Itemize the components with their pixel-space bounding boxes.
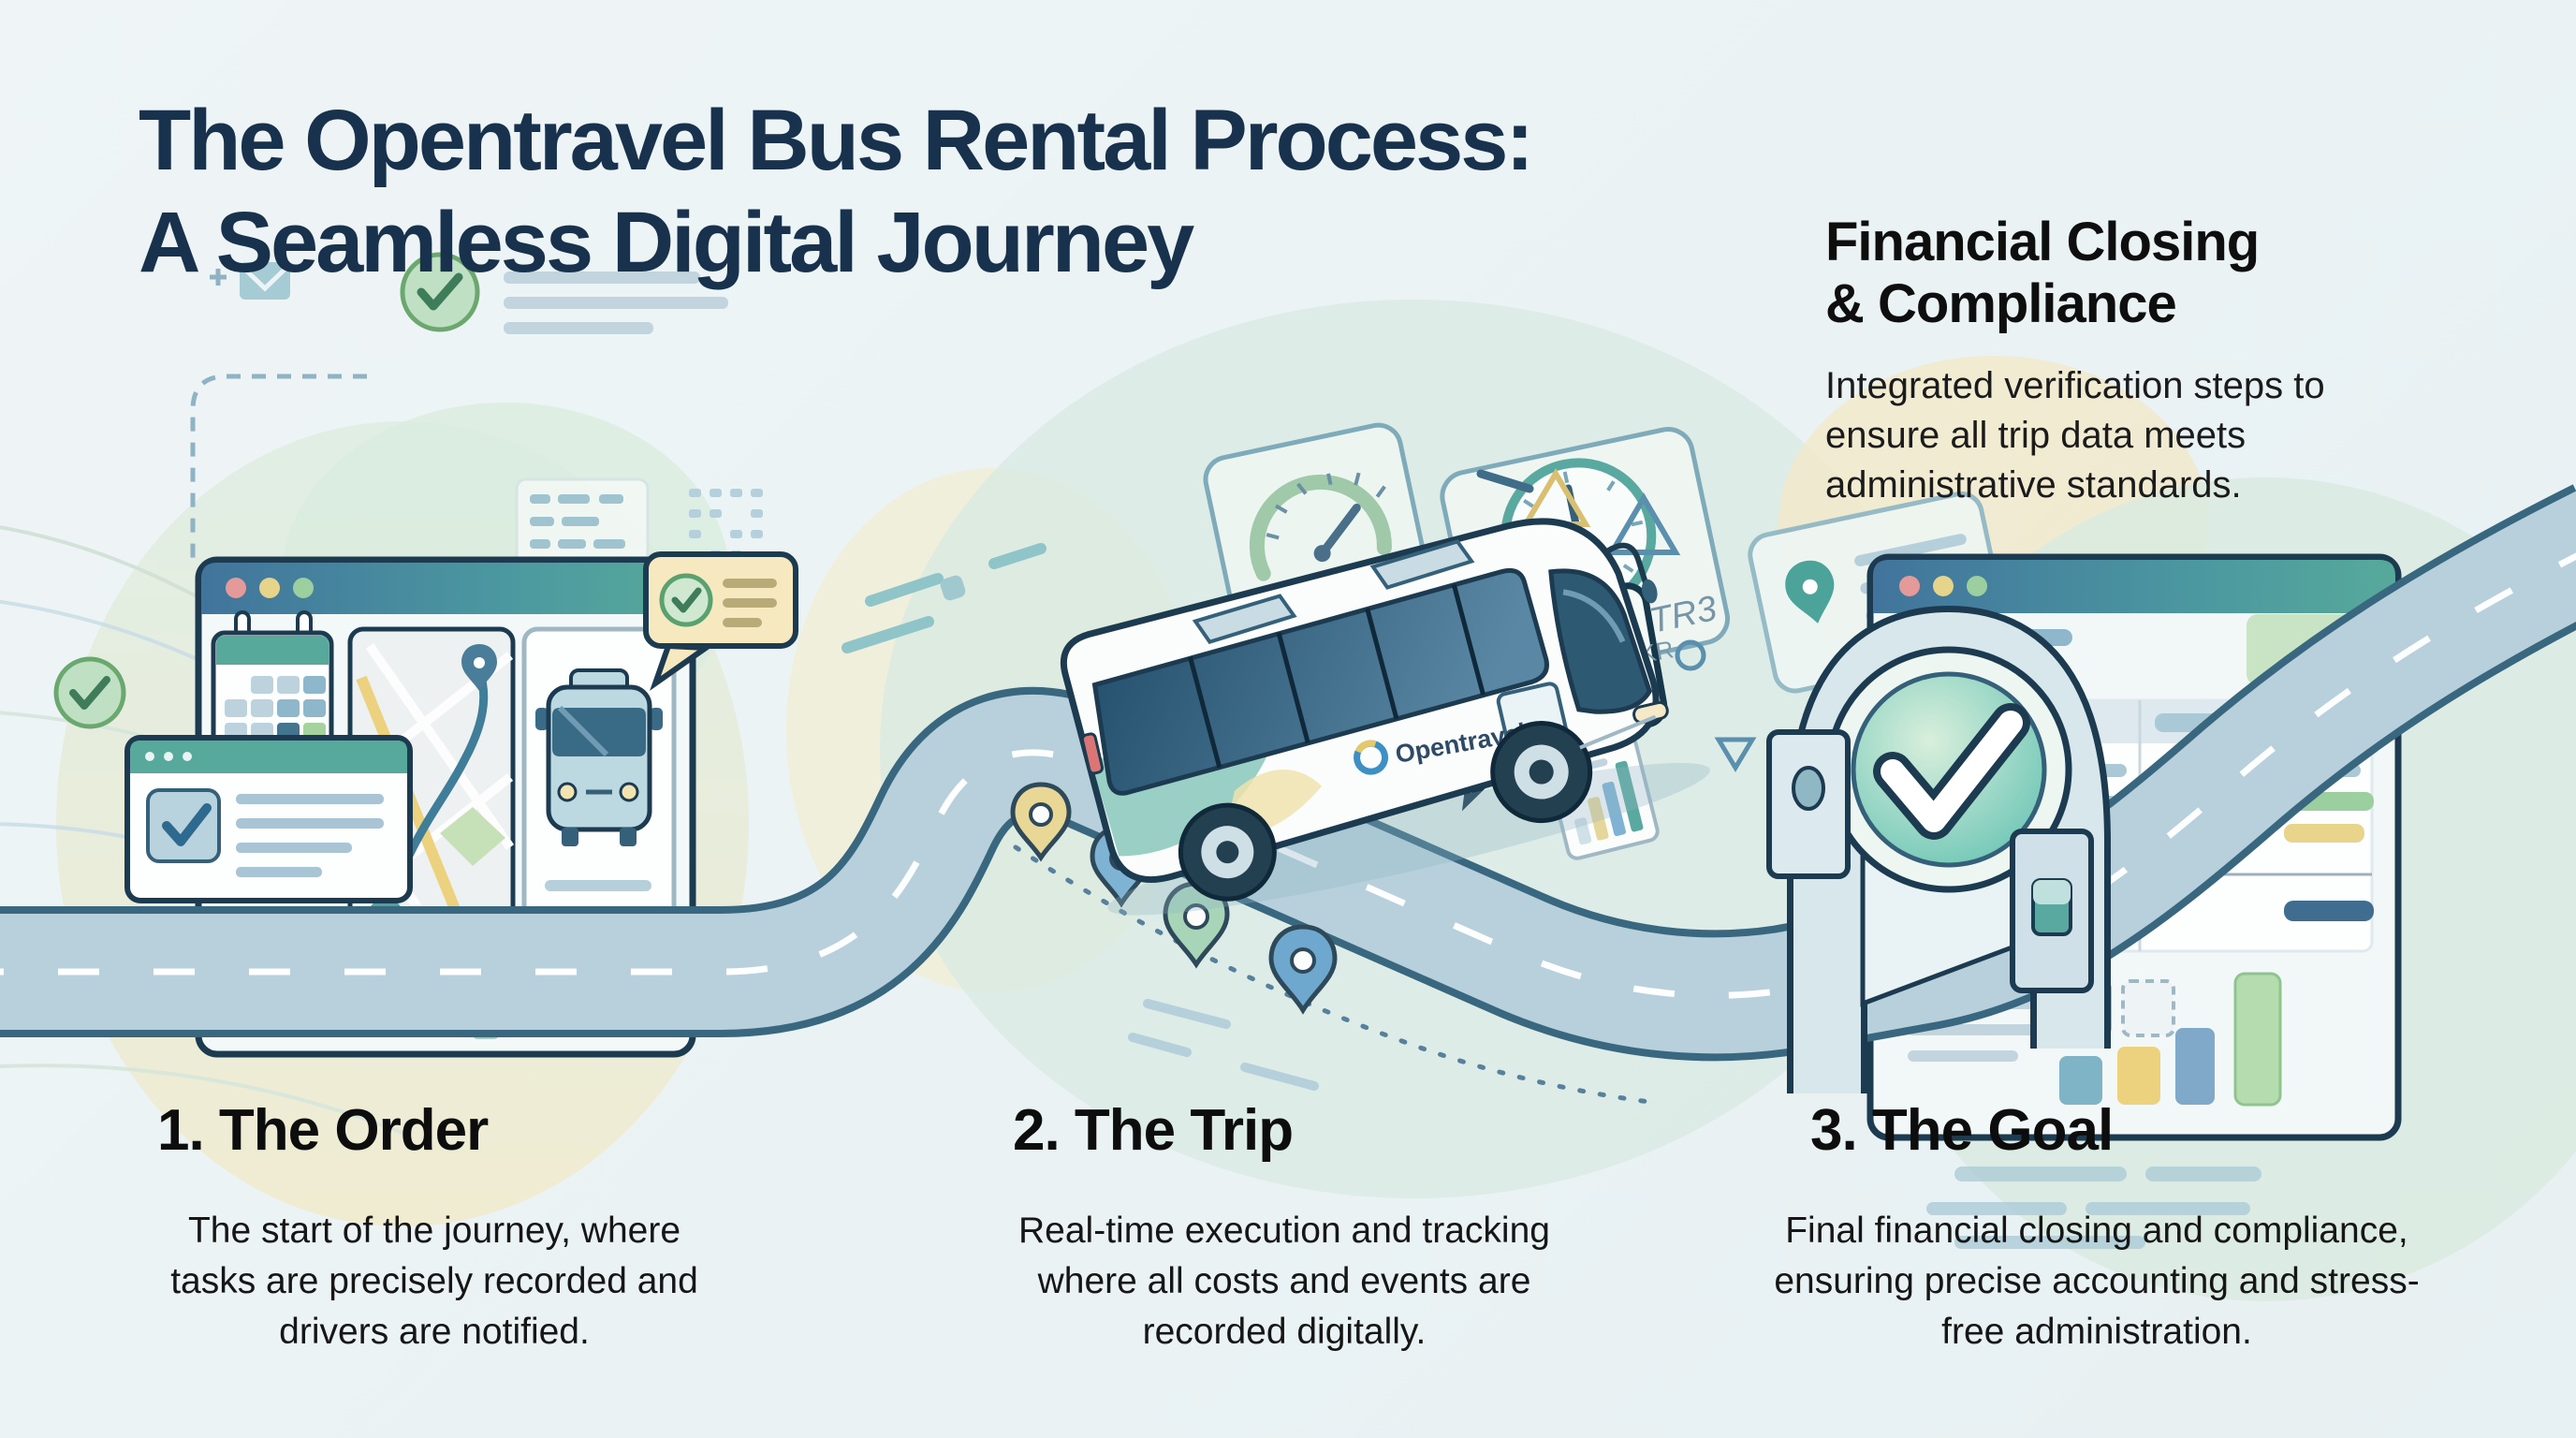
bar-chart-icon	[2059, 972, 2282, 1107]
envelope-icon	[240, 262, 290, 300]
gate-pillar	[1766, 729, 1851, 879]
roof-hatch	[1369, 539, 1475, 590]
traffic-dot-red	[1899, 576, 1920, 596]
location-pin-icon	[461, 644, 497, 691]
financial-note-heading: Financial Closing & Compliance	[1825, 212, 2424, 334]
windshield	[1548, 568, 1652, 714]
window-band	[1091, 567, 1549, 796]
step-2-heading: 2. The Trip	[1013, 1098, 1294, 1163]
title-line-2: A Seamless Digital Journey	[139, 194, 1194, 290]
bus-icon	[535, 668, 663, 846]
sparkle-icon	[210, 269, 227, 286]
step-1-heading: 1. The Order	[157, 1098, 489, 1163]
checkbox-icon	[2121, 979, 2175, 1037]
title-line-1: The Opentravel Bus Rental Process:	[139, 93, 1534, 188]
check-circle-icon	[659, 573, 713, 627]
bus: Opentravel	[1060, 518, 1710, 916]
text-lines	[504, 271, 728, 334]
bus-card	[521, 626, 677, 995]
order-decorations	[53, 252, 763, 729]
traffic-dot-yellow	[1933, 576, 1954, 596]
roof-hatch	[1192, 594, 1297, 645]
tracking-path	[1013, 844, 1660, 1106]
location-pin-icon	[1010, 782, 1072, 862]
location-pin-icon	[1268, 924, 1338, 1015]
checkmark-badge-icon	[1825, 646, 2072, 893]
check-circle-icon	[53, 656, 126, 729]
footnote-lines	[1926, 1167, 2261, 1249]
traffic-dot-red	[226, 578, 246, 598]
page-title: The Opentravel Bus Rental Process: A Sea…	[139, 90, 1777, 293]
notification-window	[124, 735, 413, 903]
notification-bubble	[643, 551, 798, 691]
step-3-heading: 3. The Goal	[1810, 1098, 2114, 1163]
road	[0, 484, 2576, 1062]
step-3-body: Final financial closing and compliance, …	[1774, 1211, 2420, 1352]
location-pin-icon	[1785, 560, 1835, 624]
wheel	[1178, 802, 1277, 902]
checkbox-icon	[146, 788, 221, 863]
financial-heading-line-1: Financial Closing	[1825, 212, 2260, 272]
step-2-body: Real-time execution and tracking where a…	[1018, 1211, 1550, 1352]
speed-dashes	[842, 543, 1046, 653]
step-1-body: The start of the journey, where tasks ar…	[170, 1211, 698, 1352]
yellow-chip	[2284, 824, 2364, 843]
location-pin-icon	[1163, 881, 1230, 969]
financial-heading-line-2: & Compliance	[1825, 272, 2177, 334]
traffic-dot-green	[293, 578, 314, 598]
wheel	[1490, 721, 1593, 824]
financial-note-body: Integrated verification steps to ensure …	[1825, 365, 2325, 506]
headlight	[1632, 700, 1669, 725]
check-circle-icon	[400, 252, 480, 332]
compliance-gate	[1766, 605, 2111, 1093]
traffic-dot-yellow	[259, 578, 280, 598]
gate-pillar	[2010, 829, 2094, 993]
side-mirror	[1605, 542, 1649, 586]
tail-light	[1080, 732, 1105, 775]
traffic-dot-green	[1967, 576, 1987, 596]
total-chip	[2284, 901, 2374, 921]
